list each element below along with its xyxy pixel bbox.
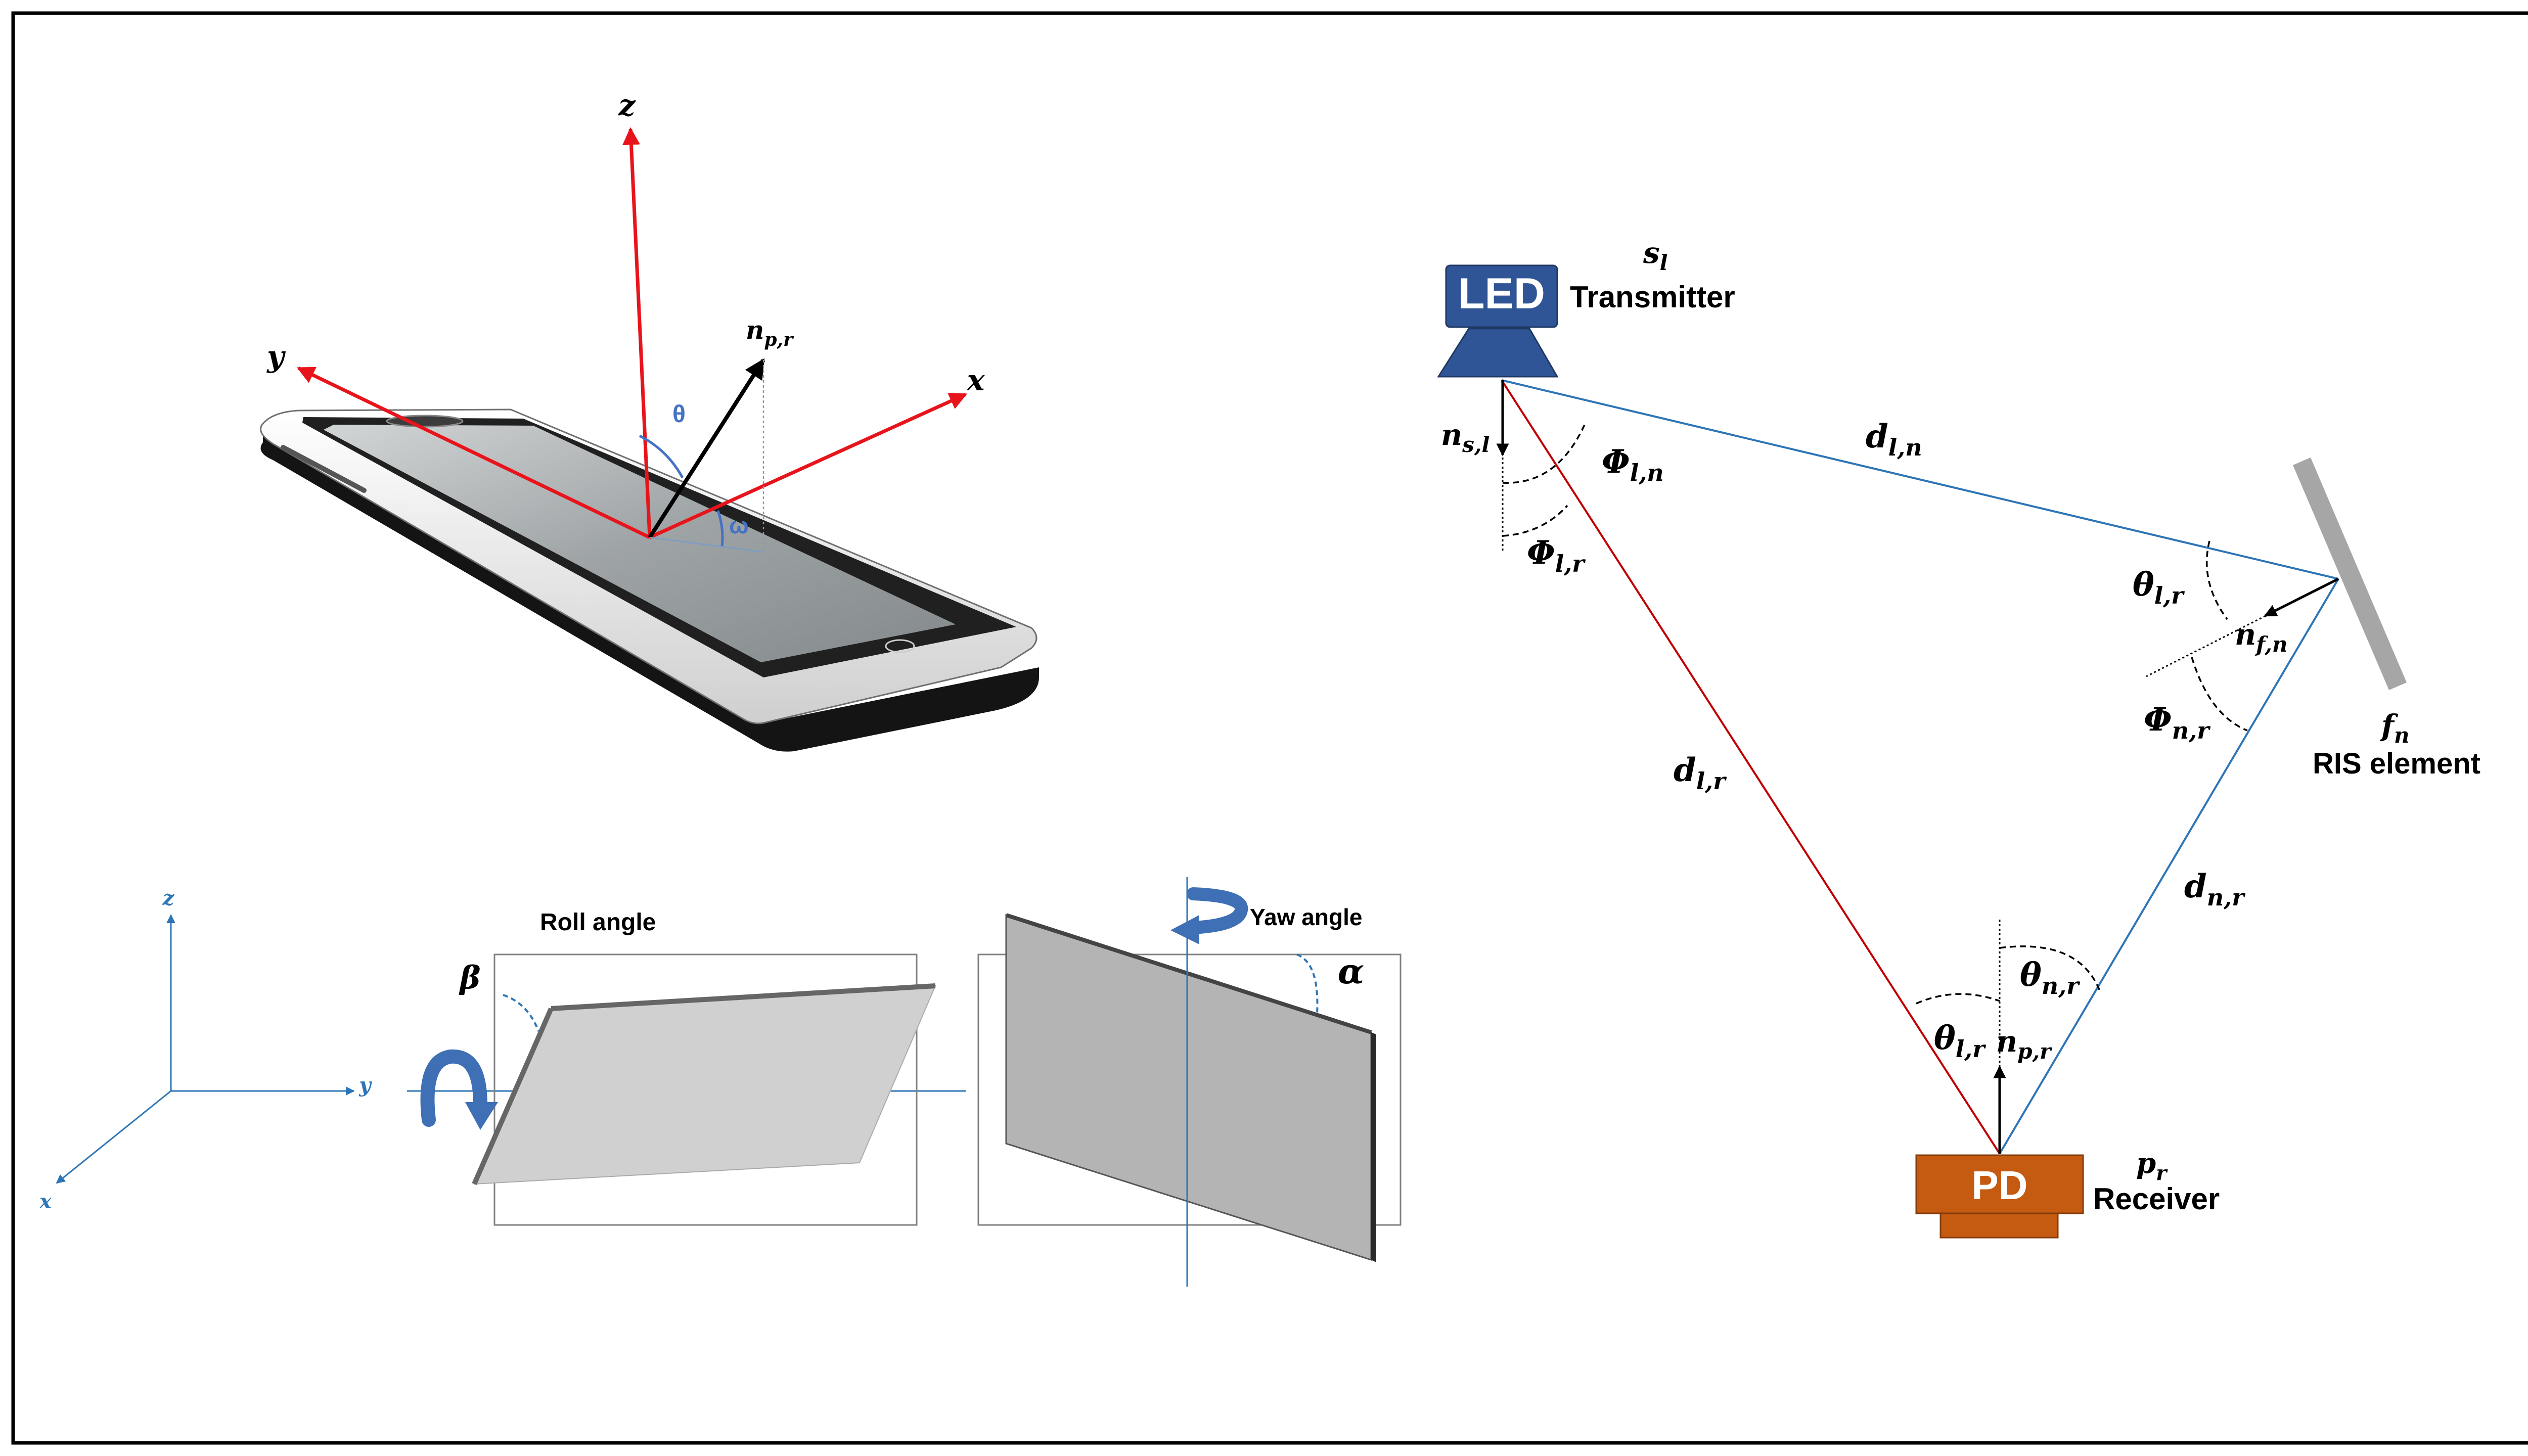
yaw-angle-label: Yaw angle xyxy=(1250,904,1362,930)
theta-lr-pd-arc xyxy=(1916,993,2000,1005)
theta-lr-pd-label: θl,r xyxy=(1934,1019,1987,1063)
led-base xyxy=(1437,328,1559,378)
orient-x-label: x xyxy=(39,1190,52,1213)
transmitter-label: Transmitter xyxy=(1570,280,1735,314)
pd-text: PD xyxy=(1971,1163,2027,1208)
ris-position-label: fn xyxy=(2379,708,2410,748)
n-pr-label: np,r xyxy=(1996,1024,2052,1064)
n-fn-label: nf,n xyxy=(2235,617,2287,657)
receiver-position-label: pr xyxy=(2136,1147,2168,1185)
phone-x-label: x xyxy=(966,363,985,397)
phi-lr-arc xyxy=(1502,505,1568,537)
theta-nr-arc xyxy=(1999,945,2102,994)
omega-arc xyxy=(716,510,724,547)
orient-x-axis xyxy=(56,1090,171,1184)
receiver-label: Receiver xyxy=(2093,1182,2220,1216)
phi-ln-arc xyxy=(1502,423,1586,484)
pd-receiver: PD Receiver pr xyxy=(1915,1147,2220,1239)
alpha-label: α xyxy=(1338,951,1364,992)
d-nr-label: dn,r xyxy=(2184,868,2246,911)
phone-normal-label: np,r xyxy=(746,315,794,350)
theta-lr-ris-arc xyxy=(2205,540,2228,620)
phone-axes: z y x np,r θ ω xyxy=(266,88,985,553)
phone-omega-baseline xyxy=(649,536,764,553)
yaw-plane-top-edge xyxy=(1005,913,1372,1034)
phone-y-label: y xyxy=(266,339,286,374)
phi-nr-arc xyxy=(2191,657,2248,732)
figure-border xyxy=(11,11,2528,1445)
phone-z-axis xyxy=(622,127,652,538)
d-lr-label: dl,r xyxy=(1674,751,1727,795)
beta-arc xyxy=(503,994,539,1032)
roll-plane-left-edge xyxy=(472,1007,554,1186)
n-sl-label: ns,l xyxy=(1441,418,1489,457)
smartphone xyxy=(260,408,1039,752)
transmitter-position-label: sl xyxy=(1643,236,1668,275)
link-geometry: LED Transmitter sl RIS element fn PD Rec… xyxy=(1437,236,2480,1239)
theta-nr-label: θn,r xyxy=(2020,956,2081,999)
yaw-frame xyxy=(977,953,1402,1226)
orientation-panel: z y x Roll angle β α Yaw angle xyxy=(39,877,1402,1287)
roll-rotation-arrow-icon xyxy=(420,1049,498,1130)
ris-label: RIS element xyxy=(2313,747,2480,780)
orient-y-label: y xyxy=(358,1073,372,1097)
led-transmitter: LED Transmitter sl xyxy=(1437,236,1735,378)
orient-z-label: z xyxy=(162,886,175,910)
phone-x-axis xyxy=(649,392,968,539)
yaw-rotation-arrow-icon xyxy=(1170,887,1248,944)
alpha-arc xyxy=(1296,953,1319,1014)
theta-lr-ris-label: θl,r xyxy=(2133,566,2185,609)
pd-base xyxy=(1939,1212,2059,1239)
phone-omega-label: ω xyxy=(729,512,749,538)
roll-plane xyxy=(473,985,936,1185)
theta-arc xyxy=(639,434,684,479)
phone-theta-label: θ xyxy=(672,401,686,428)
d-ln-label: dl,n xyxy=(1866,418,1922,461)
beta-label: β xyxy=(459,959,480,996)
path-ris-to-pd xyxy=(1999,578,2339,1155)
phi-ln-label: Φl,n xyxy=(1602,443,1664,486)
ris-normal-vector xyxy=(2264,577,2339,617)
led-box xyxy=(1445,264,1558,328)
roll-angle-label: Roll angle xyxy=(540,909,656,936)
path-led-to-pd xyxy=(1501,379,2001,1155)
yaw-plane-edge xyxy=(1371,1032,1376,1262)
yaw-plane xyxy=(1005,914,1372,1261)
phone-normal-vector xyxy=(648,358,765,539)
pd-box xyxy=(1915,1154,2084,1214)
led-text: LED xyxy=(1458,269,1545,318)
path-led-to-ris xyxy=(1501,379,2339,580)
phone-y-axis xyxy=(296,366,651,539)
phi-lr-label: Φl,r xyxy=(1527,534,1586,577)
roll-frame xyxy=(493,953,918,1226)
phi-nr-label: Φn,r xyxy=(2144,701,2211,744)
phone-z-label: z xyxy=(618,88,636,122)
ris-element xyxy=(2293,458,2407,690)
roll-plane-top-edge xyxy=(551,983,936,1011)
